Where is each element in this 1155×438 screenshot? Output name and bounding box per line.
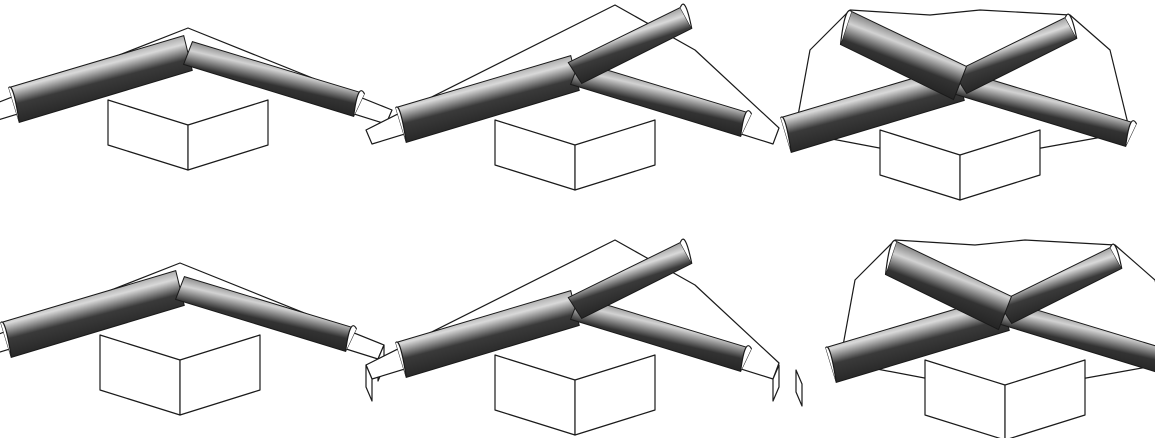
- panel-corner-flat: [0, 27, 393, 171]
- ridge-arm-left-end-cap: [395, 341, 407, 378]
- skirt-left: [99, 334, 181, 416]
- ridge-arm-left-end-cap: [0, 321, 12, 358]
- panel-tee-flat: [365, 3, 780, 191]
- ridge-arm-left-end-cap: [780, 116, 792, 153]
- ridge-arm-left-end-cap: [8, 86, 20, 123]
- ridge-arm-back-left-end-cap: [839, 9, 852, 45]
- panel-tee-raised: [365, 238, 780, 436]
- ridge-arm-back-right-end-cap: [1109, 243, 1123, 269]
- raised-step-left: [795, 369, 803, 407]
- ridge-arm-left-end-cap: [395, 106, 407, 143]
- ridge-arm-right-end-cap: [1125, 120, 1137, 147]
- skirt-left: [494, 119, 576, 191]
- skirt-right: [959, 129, 1041, 201]
- skirt-right: [179, 334, 261, 416]
- skirt-right: [187, 99, 269, 171]
- panel-cross-flat: [780, 9, 1138, 201]
- panel-corner-raised: [0, 262, 385, 416]
- ridge-arm-right: [182, 41, 366, 117]
- ridge-arm-back-right-end-cap: [1064, 13, 1078, 39]
- ridge-arm-right-end-cap: [353, 90, 365, 117]
- ridge-arm-right: [174, 276, 358, 352]
- ridge-arm-back-end-cap: [679, 238, 693, 264]
- skirt-right: [574, 354, 656, 436]
- skirt-left: [494, 354, 576, 436]
- skirt-left: [924, 359, 1006, 438]
- panel-cross-raised: [795, 239, 1155, 438]
- ridge-arm-left: [8, 34, 193, 124]
- ridge-arm-right-end-cap: [740, 110, 752, 137]
- raised-step-right: [772, 364, 780, 402]
- ridge-arm-left-end-cap: [825, 346, 837, 383]
- raised-step-left: [365, 364, 373, 402]
- ridge-arm-back-end-cap: [679, 3, 693, 29]
- skirt-right: [574, 119, 656, 191]
- ridge-arm-back-left-end-cap: [884, 239, 897, 275]
- ridge-arm-right-end-cap: [345, 325, 357, 352]
- ridge-arm-left: [0, 269, 185, 359]
- skirt-left: [107, 99, 189, 171]
- ridge-arm-right-end-cap: [740, 345, 752, 372]
- skirt-right: [1004, 359, 1086, 438]
